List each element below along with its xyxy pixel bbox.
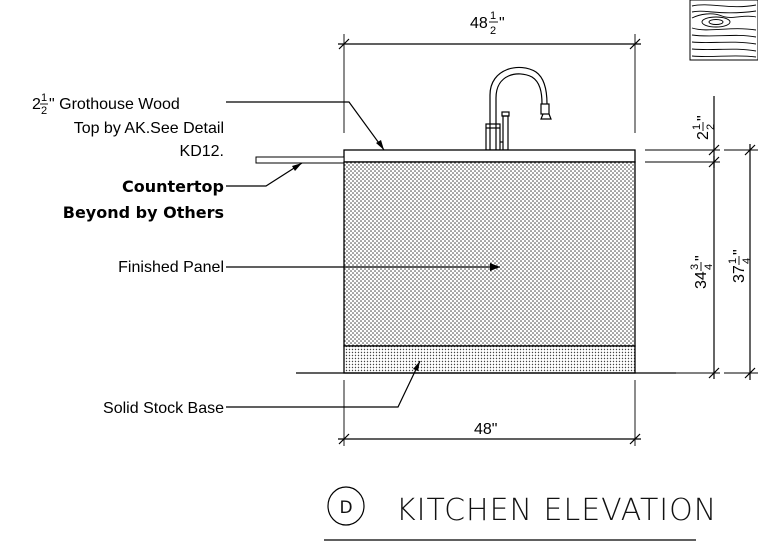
total-height-num: 1: [727, 258, 739, 264]
base-callout: Solid Stock Base: [103, 360, 421, 417]
wood-top-label-num: 1: [41, 92, 47, 104]
total-height-dimension: 37 1 4 ": [724, 144, 758, 380]
cabinet-height-dimension: 34 3 4 ": [641, 156, 720, 379]
title-block: D KITCHEN ELEVATION: [324, 486, 717, 541]
detail-tag-letter: D: [339, 498, 352, 518]
top-width-num: 1: [490, 10, 496, 22]
drawing-title: KITCHEN ELEVATION: [396, 493, 717, 528]
detail-tag-circle: [327, 486, 365, 526]
wood-top-callout: 2 1 2 " Grothouse Wood Top by AK.See Det…: [32, 92, 385, 160]
top-width-dimension: 48 1 2 ": [338, 10, 641, 133]
countertop-beyond: [255, 156, 345, 164]
countertop-label-line1: Countertop: [122, 177, 224, 196]
cabinet-height-den: 4: [703, 264, 715, 270]
top-width-den: 2: [490, 25, 496, 37]
countertop-callout: Countertop Beyond by Others: [63, 162, 303, 222]
bottom-width-dimension: 48": [338, 380, 641, 446]
finished-panel: [343, 161, 636, 347]
solid-stock-base-label: Solid Stock Base: [103, 400, 224, 417]
wood-top: [343, 149, 636, 163]
top-width-whole: 48: [470, 15, 488, 32]
total-height-whole: 37: [731, 265, 748, 283]
wood-top-label-den: 2: [41, 105, 47, 117]
top-thickness-num: 1: [691, 124, 703, 130]
faucet: [485, 66, 552, 151]
top-thickness-dimension: 2 1 2 ": [645, 96, 720, 168]
cabinet-height-unit: ": [693, 255, 710, 261]
total-height-den: 4: [741, 258, 753, 264]
top-thickness-unit: ": [695, 115, 712, 121]
bottom-width-label: 48": [474, 421, 497, 438]
wood-grain-swatch: [689, 0, 758, 61]
wood-top-label-rest: " Grothouse Wood: [49, 96, 180, 113]
top-thickness-den: 2: [705, 124, 717, 130]
total-height-unit: ": [731, 249, 748, 255]
finished-panel-label: Finished Panel: [118, 259, 224, 276]
top-width-unit: ": [499, 15, 505, 32]
finished-panel-callout: Finished Panel: [118, 259, 500, 276]
wood-top-label-line2: Top by AK.See Detail: [74, 120, 224, 137]
cabinet-height-num: 3: [689, 264, 701, 270]
cabinet-height-whole: 34: [693, 271, 710, 289]
wood-top-label-whole: 2: [32, 96, 41, 113]
solid-stock-base: [343, 345, 636, 374]
wood-top-label-line3: KD12.: [180, 143, 224, 160]
top-thickness-whole: 2: [695, 131, 712, 140]
countertop-label-line2: Beyond by Others: [63, 203, 224, 222]
